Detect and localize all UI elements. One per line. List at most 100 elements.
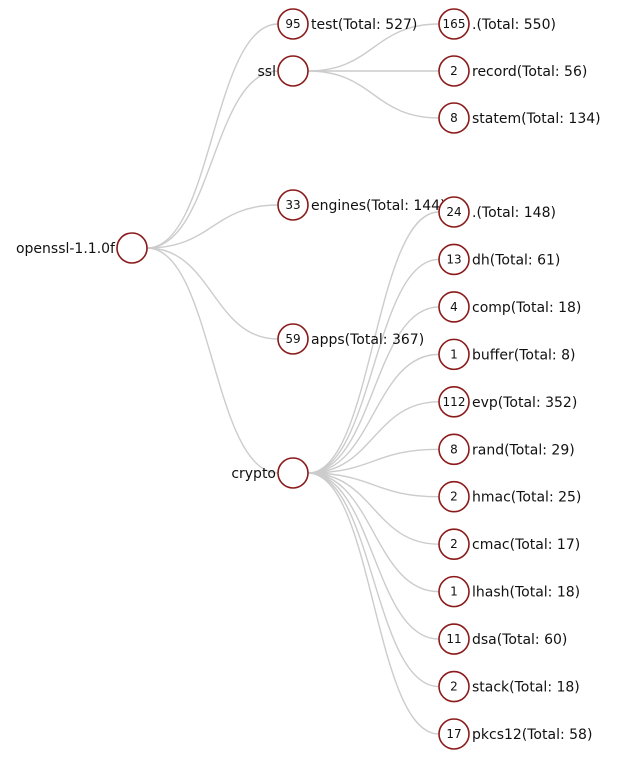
tree-link bbox=[307, 401, 440, 474]
tree-node-dot[interactable]: 24.(Total: 148) bbox=[438, 196, 556, 228]
node-circle[interactable] bbox=[438, 291, 470, 323]
tree-link bbox=[307, 70, 440, 119]
node-count: 13 bbox=[446, 252, 461, 266]
tree-link bbox=[146, 70, 279, 249]
node-circle[interactable] bbox=[116, 232, 148, 264]
node-label: engines(Total: 144) bbox=[311, 198, 446, 214]
node-circle[interactable] bbox=[277, 55, 309, 87]
node-circle[interactable] bbox=[438, 243, 470, 276]
tree-node-dsa[interactable]: 11 dsa(Total: 60) bbox=[438, 623, 567, 655]
node-count: 2 bbox=[450, 64, 458, 78]
node-count: 8 bbox=[450, 442, 458, 456]
tree-node-test[interactable]: 95 test(Total: 527) bbox=[277, 8, 417, 40]
node-circle[interactable] bbox=[438, 480, 470, 513]
node-circle[interactable] bbox=[438, 55, 470, 87]
node-circle[interactable] bbox=[438, 433, 470, 466]
tree-node-evp[interactable]: 112 evp(Total: 352) bbox=[438, 386, 577, 418]
node-circle[interactable] bbox=[438, 623, 470, 655]
tree-node-dot[interactable]: 165 .(Total: 550) bbox=[438, 8, 556, 40]
node-count: 95 bbox=[285, 17, 300, 31]
node-count: 2 bbox=[450, 680, 458, 694]
tree-node-cmac[interactable]: 2 cmac(Total: 17) bbox=[438, 528, 580, 560]
node-label: crypto bbox=[231, 466, 276, 482]
node-count: 59 bbox=[285, 332, 300, 346]
tree-node-apps[interactable]: 59 apps(Total: 367) bbox=[277, 323, 424, 355]
node-label: ssl bbox=[258, 64, 276, 80]
tree-node-crypto[interactable]: crypto bbox=[231, 457, 309, 489]
node-label: hmac(Total: 25) bbox=[472, 490, 581, 506]
node-label: lhash(Total: 18) bbox=[472, 585, 580, 601]
node-label: stack(Total: 18) bbox=[472, 680, 580, 696]
node-label: openssl-1.1.0f bbox=[16, 241, 116, 257]
node-label: pkcs12(Total: 58) bbox=[472, 727, 592, 743]
node-label: test(Total: 527) bbox=[311, 17, 417, 33]
node-count: 11 bbox=[446, 632, 461, 646]
node-label: dsa(Total: 60) bbox=[472, 632, 567, 648]
tree-node-comp[interactable]: 4 comp(Total: 18) bbox=[438, 291, 581, 323]
node-label: rand(Total: 29) bbox=[472, 442, 575, 458]
tree-link bbox=[307, 448, 440, 474]
tree-link bbox=[146, 247, 279, 340]
node-label: comp(Total: 18) bbox=[472, 300, 581, 316]
node-circle[interactable] bbox=[277, 323, 309, 355]
node-label: record(Total: 56) bbox=[472, 64, 587, 80]
tree-links bbox=[146, 23, 440, 735]
node-circle[interactable] bbox=[438, 338, 470, 371]
tree-link bbox=[307, 472, 440, 545]
tree-node-hmac[interactable]: 2 hmac(Total: 25) bbox=[438, 480, 581, 513]
node-circle[interactable] bbox=[438, 718, 470, 750]
tree-node-buffer[interactable]: 1 buffer(Total: 8) bbox=[438, 338, 575, 371]
node-label: apps(Total: 367) bbox=[311, 332, 424, 348]
node-count: 33 bbox=[285, 198, 300, 212]
node-circle[interactable] bbox=[438, 102, 470, 134]
tree-link bbox=[307, 472, 440, 688]
tree-link bbox=[307, 353, 440, 474]
node-label: .(Total: 148) bbox=[472, 205, 556, 221]
node-label: cmac(Total: 17) bbox=[472, 537, 580, 553]
tree-link bbox=[307, 472, 440, 640]
tree-link bbox=[307, 306, 440, 474]
node-label: buffer(Total: 8) bbox=[472, 347, 575, 363]
node-circle[interactable] bbox=[438, 8, 470, 40]
tree-link bbox=[307, 472, 440, 498]
node-circle[interactable] bbox=[277, 189, 309, 221]
node-circle[interactable] bbox=[438, 196, 470, 228]
tree-node-stack[interactable]: 2 stack(Total: 18) bbox=[438, 670, 580, 703]
node-count: 1 bbox=[450, 347, 458, 361]
tree-nodes: openssl-1.1.0f 95 test(Total: 527) ssl 165 .(… bbox=[16, 8, 601, 750]
tree-node-openssl-1-1-0f[interactable]: openssl-1.1.0f bbox=[16, 232, 148, 264]
tree-node-record[interactable]: 2 record(Total: 56) bbox=[438, 55, 587, 87]
node-circle[interactable] bbox=[277, 8, 309, 40]
node-count: 165 bbox=[443, 17, 466, 31]
tree-link bbox=[146, 23, 279, 249]
tree-link bbox=[307, 472, 440, 735]
node-circle[interactable] bbox=[438, 386, 470, 418]
tree-node-rand[interactable]: 8 rand(Total: 29) bbox=[438, 433, 575, 466]
node-count: 2 bbox=[450, 490, 458, 504]
node-circle[interactable] bbox=[438, 575, 470, 608]
node-label: .(Total: 550) bbox=[472, 17, 556, 33]
node-circle[interactable] bbox=[438, 670, 470, 703]
tree-link bbox=[307, 211, 440, 474]
node-label: evp(Total: 352) bbox=[472, 395, 577, 411]
node-label: statem(Total: 134) bbox=[472, 111, 601, 127]
node-count: 8 bbox=[450, 111, 458, 125]
node-circle[interactable] bbox=[277, 457, 309, 489]
tree-node-ssl[interactable]: ssl bbox=[258, 55, 309, 87]
node-circle[interactable] bbox=[438, 528, 470, 560]
tree-node-statem[interactable]: 8 statem(Total: 134) bbox=[438, 102, 601, 134]
tree-node-pkcs12[interactable]: 17 pkcs12(Total: 58) bbox=[438, 718, 592, 750]
tree-link bbox=[307, 472, 440, 593]
tree-link bbox=[146, 247, 279, 474]
tree-link bbox=[146, 204, 279, 249]
node-count: 17 bbox=[446, 727, 461, 741]
tree-link bbox=[307, 23, 440, 72]
node-count: 2 bbox=[450, 537, 458, 551]
node-count: 112 bbox=[443, 395, 466, 409]
tree-node-engines[interactable]: 33 engines(Total: 144) bbox=[277, 189, 446, 221]
tree-link bbox=[307, 258, 440, 474]
node-count: 4 bbox=[450, 300, 458, 314]
